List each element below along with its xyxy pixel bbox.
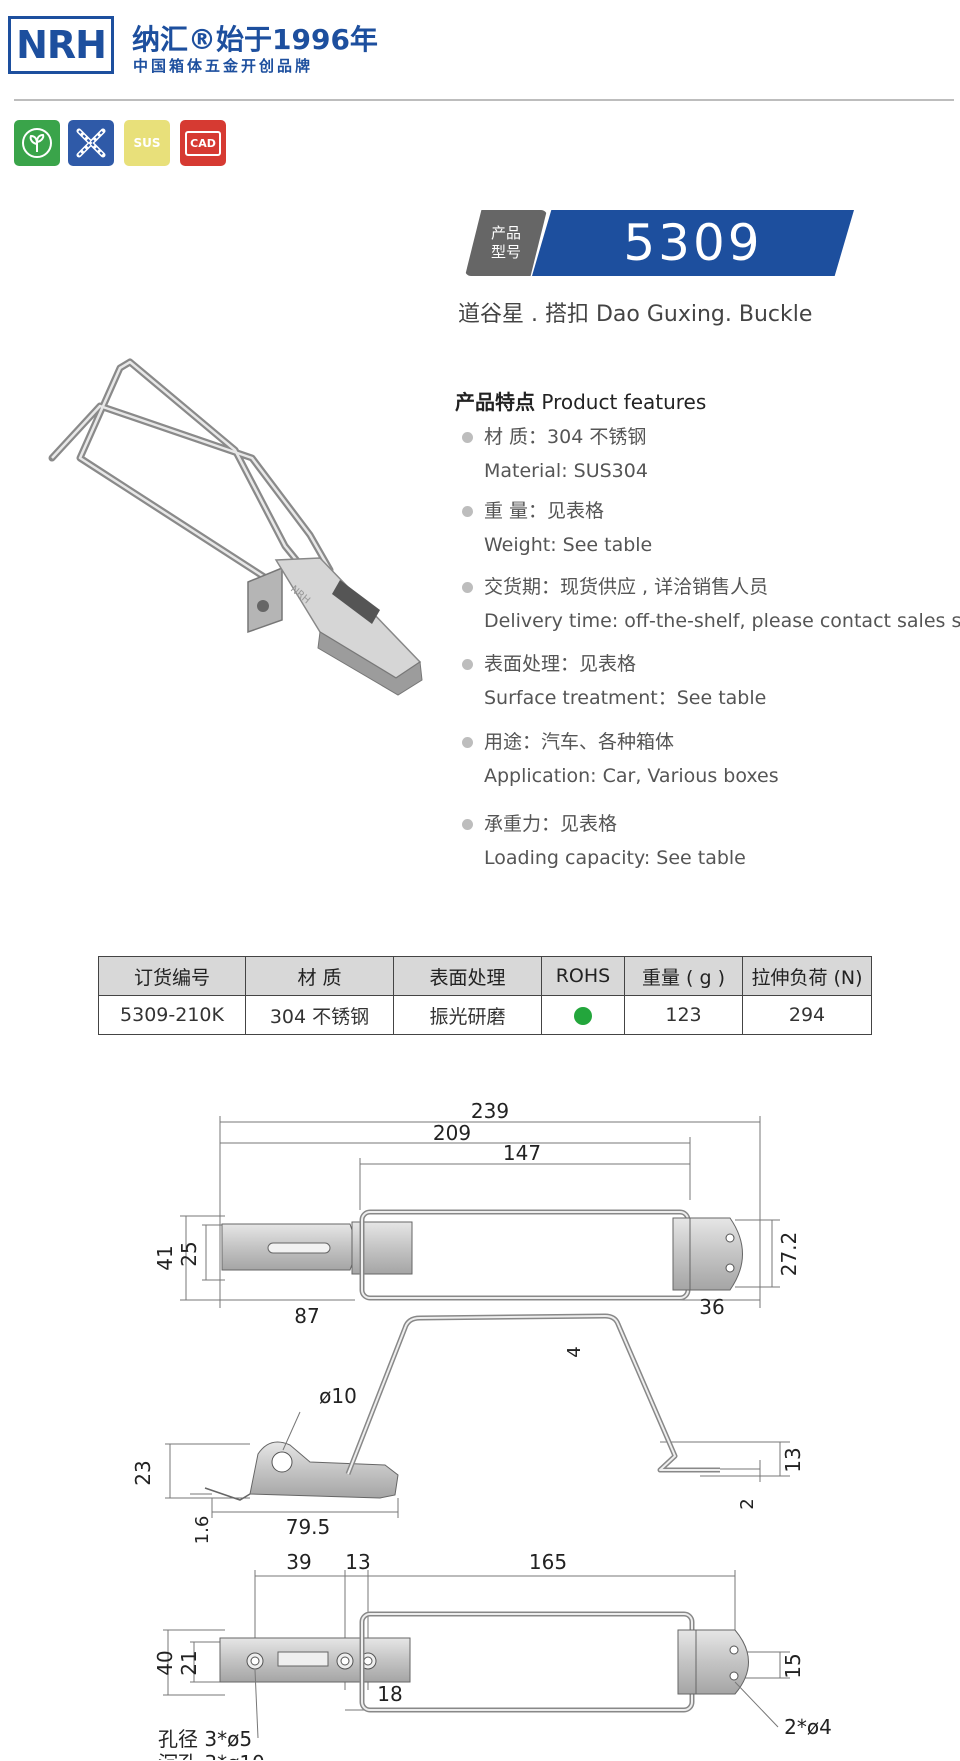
brand-name: 纳汇®始于1996年 — [132, 23, 378, 56]
dim-15: 15 — [781, 1653, 805, 1678]
technical-drawing: 239 209 147 41 25 87 36 27.2 4 ø10 23 1.… — [131, 1099, 832, 1760]
dim-79-5: 79.5 — [286, 1515, 331, 1539]
surface-treatment: 振光研磨 — [393, 995, 542, 1035]
dim-147: 147 — [503, 1141, 541, 1165]
order-code: 5309-210K — [98, 995, 246, 1035]
dim-4: 4 — [564, 1346, 585, 1357]
features-title: 产品特点 Product features — [455, 390, 707, 414]
dim-36: 36 — [699, 1295, 724, 1319]
product-photo: NRH — [48, 358, 423, 696]
feature-en: Loading capacity: See table — [484, 847, 746, 869]
dim-209: 209 — [433, 1121, 471, 1145]
dim-dia10: ø10 — [319, 1384, 357, 1408]
brand-slogan: 中国箱体五金开创品牌 — [133, 57, 314, 75]
col-header: 重量 ( g ) — [624, 956, 743, 996]
feature-item: 承重力：见表格 Loading capacity: See table — [462, 811, 958, 871]
feature-en: Delivery time: off-the-shelf, please con… — [484, 610, 960, 632]
dim-23: 23 — [131, 1460, 155, 1485]
model-number: 5309 — [532, 210, 854, 276]
dim-13b: 13 — [345, 1550, 370, 1574]
bullet-icon — [462, 506, 473, 517]
col-header: 材 质 — [245, 956, 394, 996]
feature-cn: 承重力：见表格 — [484, 813, 618, 835]
cad-icon: CAD — [180, 120, 226, 166]
brand-logo: NRH — [8, 16, 114, 74]
spec-table: 订货编号 材 质 表面处理 ROHS 重量 ( g ) 拉伸负荷 (N) 530… — [98, 956, 872, 1035]
hole-note: 孔径 3*ø5 — [158, 1727, 252, 1751]
feature-item: 交货期：现货供应 , 详洽销售人员 Delivery time: off-the… — [462, 574, 960, 634]
dim-1-6: 1.6 — [192, 1516, 213, 1545]
dim-2: 2 — [737, 1498, 758, 1509]
col-header: 订货编号 — [98, 956, 246, 996]
feature-cn: 重 量：见表格 — [484, 500, 605, 522]
product-name: 道谷星 . 搭扣 Dao Guxing. Buckle — [458, 302, 813, 327]
top-view: 239 209 147 41 25 87 36 27.2 — [153, 1099, 801, 1328]
feature-item: 材 质：304 不锈钢 Material: SUS304 — [462, 424, 958, 484]
rohs-cell — [541, 995, 625, 1035]
col-header: ROHS — [541, 956, 625, 996]
countersink-note: 沉孔 3*ø10 — [158, 1751, 265, 1760]
weight: 123 — [624, 995, 743, 1035]
dim-21: 21 — [177, 1650, 201, 1675]
feature-en: Surface treatment：See table — [484, 687, 767, 709]
dim-39: 39 — [286, 1550, 311, 1574]
dim-165: 165 — [529, 1550, 567, 1574]
bullet-icon — [462, 737, 473, 748]
eco-icon — [14, 120, 60, 166]
dim-13: 13 — [781, 1447, 805, 1472]
feature-cn: 交货期：现货供应 , 详洽销售人员 — [484, 576, 769, 598]
bullet-icon — [462, 582, 473, 593]
dim-41: 41 — [153, 1245, 177, 1270]
header-divider — [14, 99, 954, 101]
dim-18: 18 — [377, 1682, 402, 1706]
feature-cn: 材 质：304 不锈钢 — [484, 426, 647, 448]
feature-cn: 表面处理：见表格 — [484, 653, 637, 675]
dim-25: 25 — [177, 1241, 201, 1266]
feature-item: 用途：汽车、各种箱体 Application: Car, Various box… — [462, 729, 958, 789]
col-header: 拉伸负荷 (N) — [742, 956, 872, 996]
dim-40: 40 — [153, 1650, 177, 1675]
rohs-status-icon — [574, 1006, 592, 1025]
table-header-row: 订货编号 材 质 表面处理 ROHS 重量 ( g ) 拉伸负荷 (N) — [98, 956, 872, 996]
dim-87: 87 — [294, 1304, 319, 1328]
dim-27-2: 27.2 — [777, 1232, 801, 1277]
tools-icon — [68, 120, 114, 166]
side-view: 4 ø10 23 1.6 79.5 2 13 — [131, 1313, 805, 1545]
feature-item: 表面处理：见表格 Surface treatment：See table — [462, 651, 958, 711]
dim-239: 239 — [471, 1099, 509, 1123]
tensile-load: 294 — [742, 995, 872, 1035]
col-header: 表面处理 — [393, 956, 542, 996]
dim-holes: 2*ø4 — [784, 1715, 832, 1739]
bullet-icon — [462, 819, 473, 830]
bottom-view: 39 13 165 40 21 15 18 2*ø4 孔径 3*ø5 沉孔 3*… — [153, 1550, 832, 1760]
feature-item: 重 量：见表格 Weight: See table — [462, 498, 958, 558]
model-label: 产品型号 — [465, 210, 547, 276]
feature-en: Application: Car, Various boxes — [484, 765, 779, 787]
feature-en: Weight: See table — [484, 534, 653, 556]
feature-cn: 用途：汽车、各种箱体 — [484, 731, 675, 753]
bullet-icon — [462, 659, 473, 670]
feature-en: Material: SUS304 — [484, 460, 648, 482]
bullet-icon — [462, 432, 473, 443]
table-row: 5309-210K 304 不锈钢 振光研磨 123 294 — [98, 995, 872, 1035]
sus-icon: SUS — [124, 120, 170, 166]
material: 304 不锈钢 — [245, 995, 394, 1035]
